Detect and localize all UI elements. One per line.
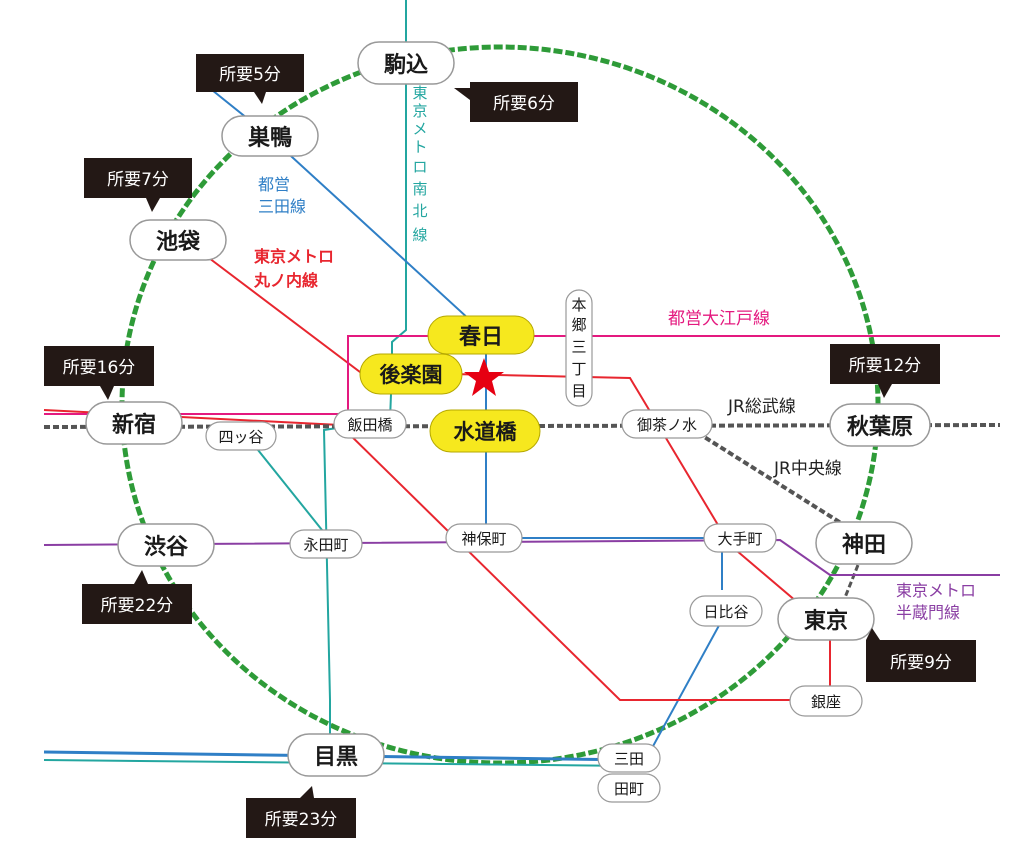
callout-shinjuku: 所要16分 — [44, 346, 154, 400]
svg-text:駒込: 駒込 — [384, 52, 428, 78]
svg-text:所要23分: 所要23分 — [265, 810, 338, 830]
line-label-hanzomon: 東京メトロ 半蔵門線 — [896, 581, 976, 622]
station-komagome[interactable]: 駒込 — [357, 41, 455, 85]
svg-text:御茶ノ水: 御茶ノ水 — [637, 416, 697, 434]
svg-text:田町: 田町 — [614, 780, 644, 798]
line-label-sobu: JR総武線 — [727, 397, 796, 417]
svg-text:三田線: 三田線 — [258, 197, 306, 216]
callout-meguro: 所要23分 — [246, 786, 356, 838]
svg-text:所要9分: 所要9分 — [890, 653, 952, 673]
svg-text:永田町: 永田町 — [303, 536, 348, 554]
svg-text:北: 北 — [412, 202, 427, 220]
svg-text:都営: 都営 — [258, 175, 290, 194]
line-label-namboku: 東 京 メ ト ロ 南 北 線 — [412, 84, 427, 244]
station-mita[interactable]: 三田 — [597, 743, 661, 773]
oedo-line — [44, 335, 1000, 415]
svg-text:丁: 丁 — [571, 360, 586, 378]
station-kanda[interactable]: 神田 — [815, 521, 913, 565]
svg-text:神保町: 神保町 — [461, 530, 506, 548]
svg-text:日比谷: 日比谷 — [703, 603, 748, 621]
station-ochanomizu[interactable]: 御茶ノ水 — [621, 409, 713, 439]
svg-text:東: 東 — [412, 84, 427, 102]
svg-text:線: 線 — [412, 226, 427, 244]
station-shibuya[interactable]: 渋谷 — [117, 523, 215, 567]
svg-text:目黒: 目黒 — [314, 745, 358, 770]
line-label-mita: 都営 三田線 — [258, 175, 306, 216]
svg-text:所要5分: 所要5分 — [219, 65, 281, 85]
star-icon — [464, 358, 504, 396]
callout-komagome: 所要6分 — [454, 82, 578, 122]
station-yotsuya[interactable]: 四ッ谷 — [205, 421, 277, 451]
line-label-oedo: 都営大江戸線 — [668, 309, 770, 329]
svg-text:渋谷: 渋谷 — [144, 534, 189, 560]
svg-text:所要12分: 所要12分 — [849, 356, 922, 376]
station-tamachi[interactable]: 田町 — [597, 773, 661, 803]
svg-text:京: 京 — [412, 102, 427, 120]
svg-text:巣鴨: 巣鴨 — [247, 125, 292, 151]
line-label-chuo: JR中央線 — [773, 459, 842, 479]
callout-shibuya: 所要22分 — [82, 570, 192, 624]
station-sugamo[interactable]: 巣鴨 — [221, 115, 319, 157]
svg-text:所要22分: 所要22分 — [101, 596, 174, 616]
callout-ikebukuro: 所要7分 — [84, 158, 192, 212]
station-hibiya[interactable]: 日比谷 — [689, 595, 763, 627]
svg-text:神田: 神田 — [842, 532, 886, 558]
svg-text:メ: メ — [412, 120, 427, 138]
mita-line-south — [639, 619, 723, 771]
station-nagatacho[interactable]: 永田町 — [289, 529, 363, 559]
station-ikebukuro[interactable]: 池袋 — [129, 219, 227, 261]
svg-text:銀座: 銀座 — [811, 693, 841, 711]
svg-text:三田: 三田 — [614, 750, 644, 768]
marunouchi-line — [204, 254, 831, 700]
callout-akihabara: 所要12分 — [830, 344, 940, 398]
svg-text:所要16分: 所要16分 — [63, 358, 136, 378]
svg-text:四ッ谷: 四ッ谷 — [218, 428, 263, 446]
svg-text:水道橋: 水道橋 — [454, 420, 518, 444]
svg-text:大手町: 大手町 — [717, 530, 762, 548]
station-kasuga[interactable]: 春日 — [427, 315, 535, 355]
station-jimbocho[interactable]: 神保町 — [445, 523, 523, 553]
svg-text:秋葉原: 秋葉原 — [847, 415, 913, 440]
svg-text:飯田橋: 飯田橋 — [347, 416, 392, 434]
svg-text:本: 本 — [571, 296, 586, 314]
line-label-marunouchi: 東京メトロ 丸ノ内線 — [253, 247, 334, 290]
station-meguro[interactable]: 目黒 — [287, 733, 385, 777]
svg-text:三: 三 — [571, 338, 586, 356]
svg-text:所要7分: 所要7分 — [107, 170, 169, 190]
station-ginza[interactable]: 銀座 — [789, 685, 863, 717]
station-korakuen[interactable]: 後楽園 — [359, 353, 463, 395]
station-tokyo[interactable]: 東京 — [777, 597, 875, 641]
svg-text:目: 目 — [571, 382, 586, 400]
station-shinjuku[interactable]: 新宿 — [85, 401, 183, 445]
station-iidabashi[interactable]: 飯田橋 — [333, 409, 407, 439]
svg-text:春日: 春日 — [459, 325, 503, 350]
callout-tokyo: 所要9分 — [866, 628, 976, 682]
svg-text:南: 南 — [412, 180, 427, 198]
station-akihabara[interactable]: 秋葉原 — [829, 403, 931, 447]
svg-text:丸ノ内線: 丸ノ内線 — [253, 271, 318, 290]
svg-text:池袋: 池袋 — [156, 229, 201, 255]
svg-text:東京メトロ: 東京メトロ — [896, 581, 976, 600]
svg-text:半蔵門線: 半蔵門線 — [896, 603, 960, 622]
svg-text:後楽園: 後楽園 — [380, 363, 443, 387]
svg-text:郷: 郷 — [571, 316, 586, 334]
marunouchi-branch — [43, 409, 820, 701]
svg-text:ト: ト — [412, 138, 427, 156]
svg-text:東京メトロ: 東京メトロ — [254, 247, 334, 266]
station-otemachi[interactable]: 大手町 — [703, 523, 777, 553]
callout-sugamo: 所要5分 — [196, 54, 304, 104]
station-hongo-sanchome[interactable]: 本 郷 三 丁 目 — [565, 289, 593, 407]
svg-text:東京: 東京 — [804, 608, 848, 634]
svg-text:所要6分: 所要6分 — [493, 94, 555, 114]
svg-text:新宿: 新宿 — [112, 412, 156, 438]
svg-text:ロ: ロ — [412, 158, 427, 176]
station-suidobashi[interactable]: 水道橋 — [429, 409, 541, 453]
hanzomon-line — [43, 538, 1000, 576]
